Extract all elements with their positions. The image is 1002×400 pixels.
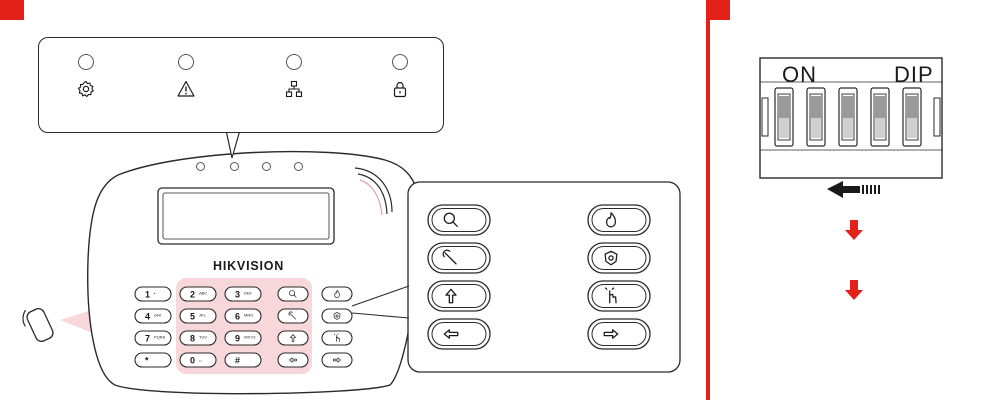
zoom-police-key[interactable]: [588, 243, 650, 273]
keypad-key-6[interactable]: 6 MNO: [225, 309, 261, 323]
keypad-left-key[interactable]: [278, 353, 308, 367]
key-letters: MNO: [244, 313, 253, 318]
brand-logo: HIKVISION: [213, 259, 284, 273]
key-digit: 3: [235, 290, 240, 300]
step-arrow-1: [845, 220, 863, 240]
zoom-left-arrow-key[interactable]: [428, 319, 490, 349]
fault-led: [178, 54, 194, 70]
keypad-key-7[interactable]: 7 PQRS: [135, 331, 171, 345]
key-digit: 9: [235, 334, 240, 344]
padlock-icon: [391, 80, 409, 98]
zoom-medical-key[interactable]: [588, 281, 650, 311]
keypad-fire-key[interactable]: [322, 287, 352, 301]
keypad-key-8[interactable]: 8 TUV: [180, 331, 216, 345]
network-led: [286, 54, 302, 70]
warning-triangle-icon: [177, 80, 195, 98]
gear-icon: [77, 80, 95, 98]
dip-switch-4: [871, 88, 889, 146]
keypad-medical-key[interactable]: [322, 331, 352, 345]
keypad-led-3: [262, 162, 271, 171]
zoom-fire-key[interactable]: [588, 205, 650, 235]
keypad-search-key[interactable]: [278, 287, 308, 301]
key-letters: WXYZ: [244, 335, 256, 340]
key-digit: 8: [190, 334, 195, 344]
keypad-key-2[interactable]: 2 ABC: [180, 287, 216, 301]
key-letters: TUV: [199, 335, 207, 340]
zoom-right-arrow-key[interactable]: [588, 319, 650, 349]
key-digit: 7: [145, 334, 150, 344]
dip-switch-3: [839, 88, 857, 146]
keypad-wrench-key[interactable]: [278, 309, 308, 323]
keypad-key-11[interactable]: 0␣: [180, 353, 216, 367]
key-letters: GHI: [154, 313, 161, 318]
zoom-search-key[interactable]: [428, 205, 490, 235]
keypad-key-9[interactable]: 9 WXYZ: [225, 331, 261, 345]
keypad-police-key[interactable]: [322, 309, 352, 323]
keypad-key-12[interactable]: #: [225, 353, 261, 367]
keypad-key-3[interactable]: 3 DEF: [225, 287, 261, 301]
key-digit: 6: [235, 312, 240, 322]
dip-switch-1: [775, 88, 793, 146]
led-indicator-callout: [38, 37, 444, 133]
keypad-key-5[interactable]: 5 JKL: [180, 309, 216, 323]
key-digit: 5: [190, 312, 195, 322]
key-letters: DEF: [244, 291, 253, 296]
dip-switch-5: [903, 88, 921, 146]
keypad-led-4: [294, 162, 303, 171]
proximity-card-icon: [25, 307, 55, 344]
key-digit: 4: [145, 312, 150, 322]
arm-led: [392, 54, 408, 70]
key-digit: 1: [145, 290, 150, 300]
keypad-key-1[interactable]: 1•: [135, 287, 171, 301]
dip-label: DIP: [894, 62, 934, 88]
settings-led: [78, 54, 94, 70]
key-digit: 2: [190, 290, 195, 300]
slide-direction-arrow: [827, 181, 860, 198]
step-arrow-2: [845, 280, 863, 300]
keypad-led-1: [196, 162, 205, 171]
dip-switch-2: [807, 88, 825, 146]
zoom-wrench-key[interactable]: [428, 243, 490, 273]
key-letters: PQRS: [154, 335, 166, 340]
keypad-right-key[interactable]: [322, 353, 352, 367]
key-letters: ABC: [199, 291, 207, 296]
dip-on-label: ON: [782, 62, 817, 88]
keypad-key-4[interactable]: 4 GHI: [135, 309, 171, 323]
key-letters: JKL: [199, 313, 207, 318]
key-digit: 0: [190, 356, 195, 366]
key-digit: #: [235, 356, 240, 366]
network-icon: [285, 80, 303, 98]
key-digit: *: [145, 356, 149, 366]
keypad-key-10[interactable]: *: [135, 353, 171, 367]
lcd-display: [158, 188, 334, 244]
zoom-arm-key[interactable]: [428, 281, 490, 311]
keypad-arm-key[interactable]: [278, 331, 308, 345]
keypad-led-2: [230, 162, 239, 171]
